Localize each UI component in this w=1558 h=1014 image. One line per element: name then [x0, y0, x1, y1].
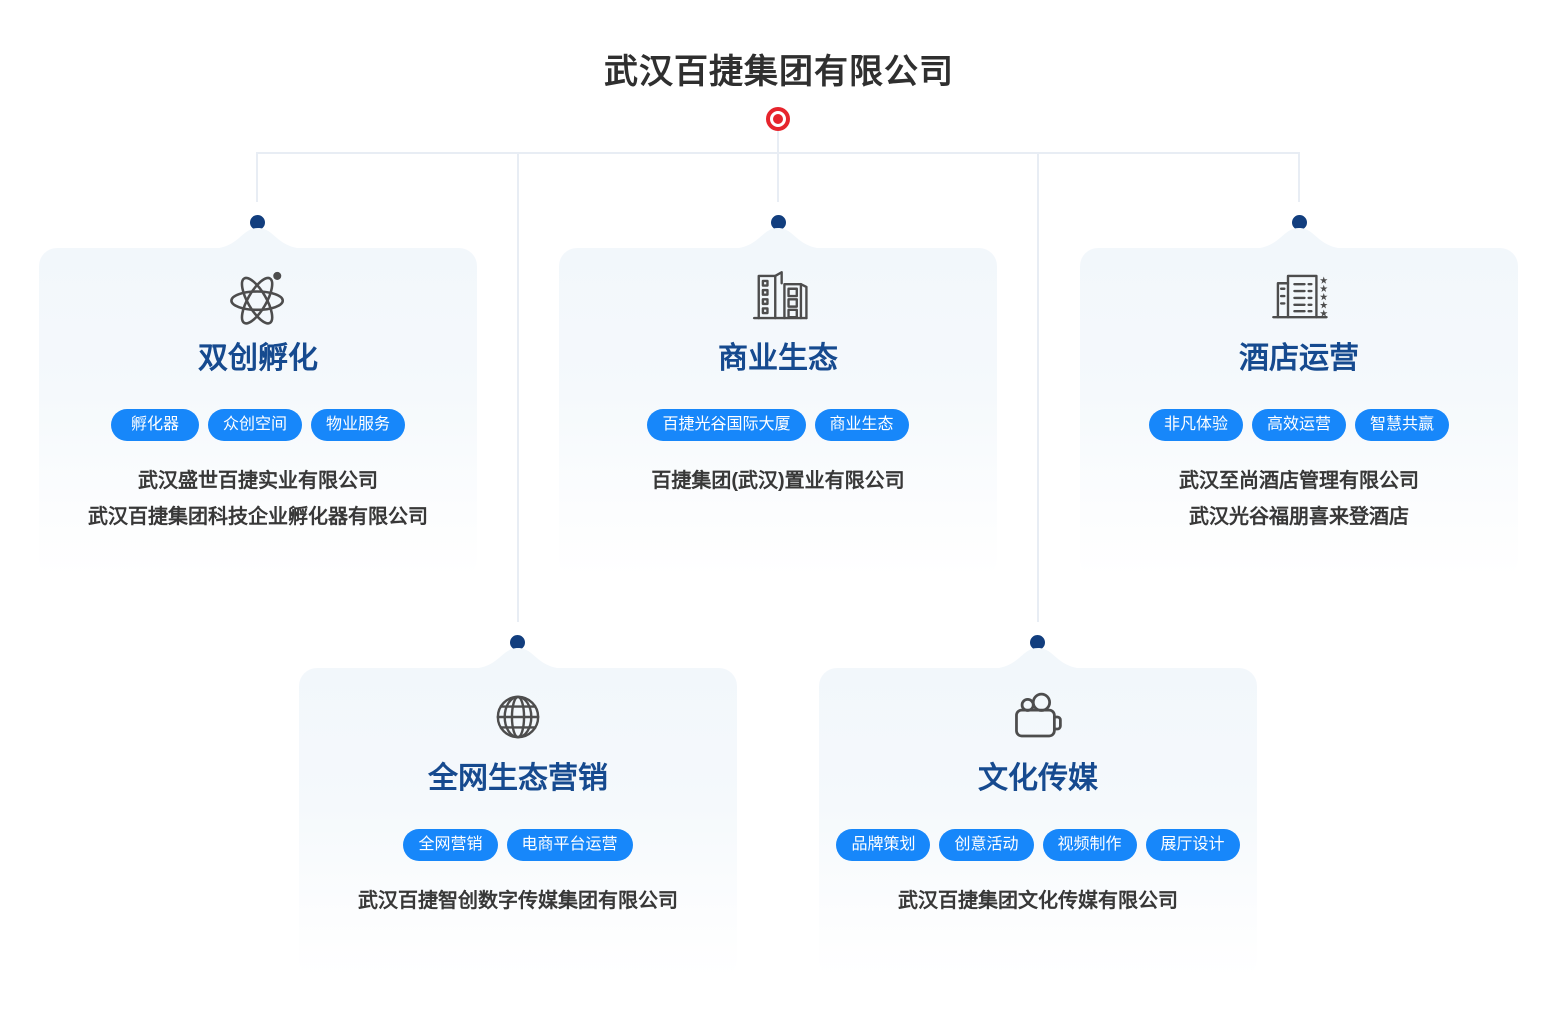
- video-camera-icon: [1015, 692, 1062, 738]
- tag-pill: 创意活动: [939, 829, 1034, 861]
- company-name: 武汉盛世百捷实业有限公司: [138, 470, 378, 492]
- buildings-icon: [752, 271, 808, 320]
- hotel-icon: [1272, 274, 1328, 319]
- tag-row: 非凡体验 高效运营 智慧共赢: [1148, 409, 1450, 441]
- tag-pill: 品牌策划: [836, 829, 931, 861]
- tag-pill: 视频制作: [1042, 829, 1137, 861]
- company-name: 武汉百捷集团文化传媒有限公司: [898, 890, 1178, 912]
- card-notch: [210, 228, 306, 249]
- connector-horizontal: [256, 152, 1300, 154]
- company-name: 武汉至尚酒店管理有限公司: [1179, 470, 1419, 492]
- tag-pill: 百捷光谷国际大厦: [647, 409, 806, 441]
- card-notch: [990, 648, 1086, 669]
- connector-stub-branch-4: [517, 154, 519, 622]
- company-list: 武汉至尚酒店管理有限公司 武汉光谷福朋喜来登酒店: [1179, 463, 1419, 535]
- company-list: 武汉百捷智创数字传媒集团有限公司: [358, 883, 678, 919]
- branch-dot-1: [250, 215, 265, 230]
- branch-card-incubation: 双创孵化 孵化器 众创空间 物业服务 武汉盛世百捷实业有限公司 武汉百捷集团科技…: [39, 228, 477, 578]
- tag-row: 品牌策划 创意活动 视频制作 展厅设计: [836, 829, 1240, 861]
- branch-card-culture-media: 文化传媒 品牌策划 创意活动 视频制作 展厅设计 武汉百捷集团文化传媒有限公司: [819, 648, 1257, 978]
- company-name: 武汉光谷福朋喜来登酒店: [1189, 506, 1409, 528]
- branch-dot-5: [1030, 635, 1045, 650]
- connector-stub-branch-5: [1037, 154, 1039, 622]
- card-notch: [730, 228, 826, 249]
- branch-title: 双创孵化: [198, 342, 318, 375]
- root-node-core: [773, 114, 783, 124]
- company-name: 武汉百捷集团科技企业孵化器有限公司: [88, 506, 428, 528]
- tag-pill: 电商平台运营: [506, 829, 633, 861]
- tag-pill: 全网营销: [403, 829, 498, 861]
- company-name: 武汉百捷智创数字传媒集团有限公司: [358, 890, 678, 912]
- tag-pill: 孵化器: [110, 409, 199, 441]
- tag-pill: 展厅设计: [1145, 829, 1240, 861]
- tag-row: 全网营销 电商平台运营: [403, 829, 633, 861]
- atom-icon: [230, 271, 285, 325]
- connector-stub-branch-1: [256, 154, 258, 202]
- root-node: [766, 107, 790, 131]
- tag-pill: 非凡体验: [1148, 409, 1243, 441]
- branch-dot-4: [510, 635, 525, 650]
- page-title: 武汉百捷集团有限公司: [604, 53, 954, 91]
- company-list: 武汉盛世百捷实业有限公司 武汉百捷集团科技企业孵化器有限公司: [88, 463, 428, 535]
- tag-row: 百捷光谷国际大厦 商业生态: [647, 409, 909, 441]
- globe-icon: [496, 695, 540, 739]
- tag-pill: 商业生态: [814, 409, 909, 441]
- branch-title: 商业生态: [718, 342, 838, 375]
- company-name: 百捷集团(武汉)置业有限公司: [651, 470, 905, 492]
- branch-title: 文化传媒: [978, 762, 1098, 795]
- card-notch: [1251, 228, 1347, 249]
- branch-dot-3: [1292, 215, 1307, 230]
- card-notch: [470, 648, 566, 669]
- company-list: 百捷集团(武汉)置业有限公司: [651, 463, 904, 499]
- tag-pill: 众创空间: [207, 409, 302, 441]
- branch-title: 酒店运营: [1239, 342, 1359, 375]
- branch-card-marketing: 全网生态营销 全网营销 电商平台运营 武汉百捷智创数字传媒集团有限公司: [299, 648, 737, 978]
- branch-title: 全网生态营销: [428, 762, 608, 795]
- connector-stub-branch-2: [777, 154, 779, 202]
- tag-row: 孵化器 众创空间 物业服务: [110, 409, 406, 441]
- tag-pill: 智慧共赢: [1355, 409, 1450, 441]
- connector-stub-branch-3: [1298, 154, 1300, 202]
- connector-root-stub: [777, 131, 779, 153]
- company-list: 武汉百捷集团文化传媒有限公司: [898, 883, 1178, 919]
- tag-pill: 高效运营: [1251, 409, 1346, 441]
- branch-dot-2: [771, 215, 786, 230]
- branch-card-hotel-operations: 酒店运营 非凡体验 高效运营 智慧共赢 武汉至尚酒店管理有限公司 武汉光谷福朋喜…: [1080, 228, 1518, 578]
- branch-card-business-ecology: 商业生态 百捷光谷国际大厦 商业生态 百捷集团(武汉)置业有限公司: [559, 228, 997, 578]
- tag-pill: 物业服务: [311, 409, 406, 441]
